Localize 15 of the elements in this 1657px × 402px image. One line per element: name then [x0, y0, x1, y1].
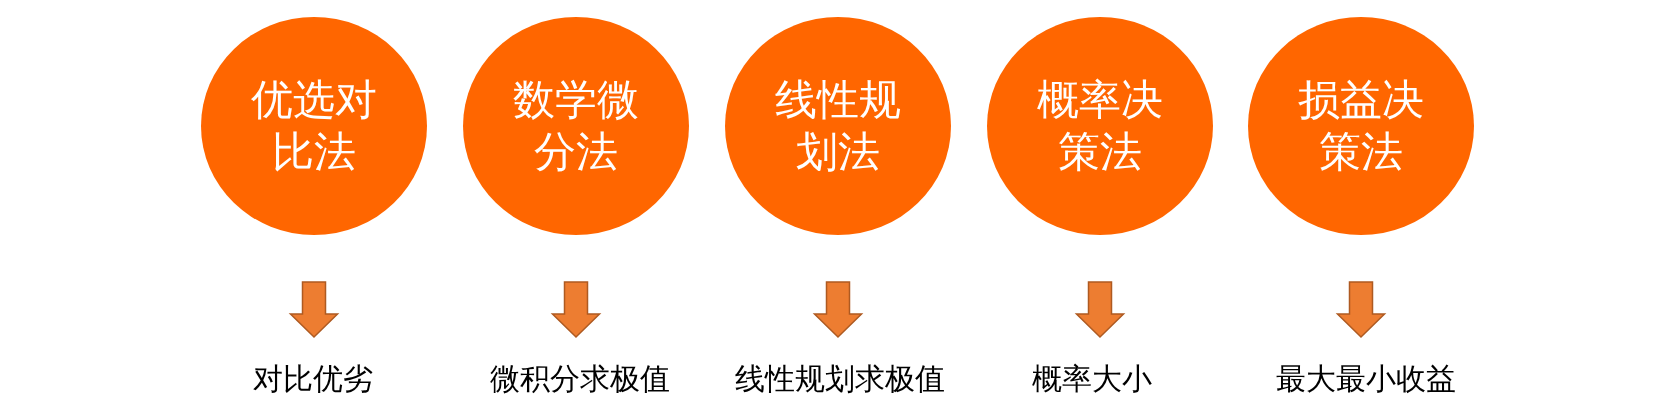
- block-arrow: [1074, 281, 1126, 339]
- circle-label: 概率决策法: [1036, 74, 1164, 178]
- block-arrow: [812, 281, 864, 339]
- circle-label: 损益决策法: [1297, 74, 1425, 178]
- result-text: 对比优劣: [253, 361, 373, 397]
- circle-label: 线性规划法: [774, 74, 902, 178]
- block-arrow: [1335, 281, 1387, 339]
- result-text: 最大最小收益: [1276, 361, 1456, 397]
- block-arrow: [288, 281, 340, 339]
- circle-label: 数学微分法: [512, 74, 640, 178]
- result-text: 线性规划求极值: [735, 361, 945, 397]
- block-arrow: [550, 281, 602, 339]
- circle-label: 优选对比法: [250, 74, 378, 178]
- result-text: 微积分求极值: [490, 361, 670, 397]
- result-text: 概率大小: [1032, 361, 1152, 397]
